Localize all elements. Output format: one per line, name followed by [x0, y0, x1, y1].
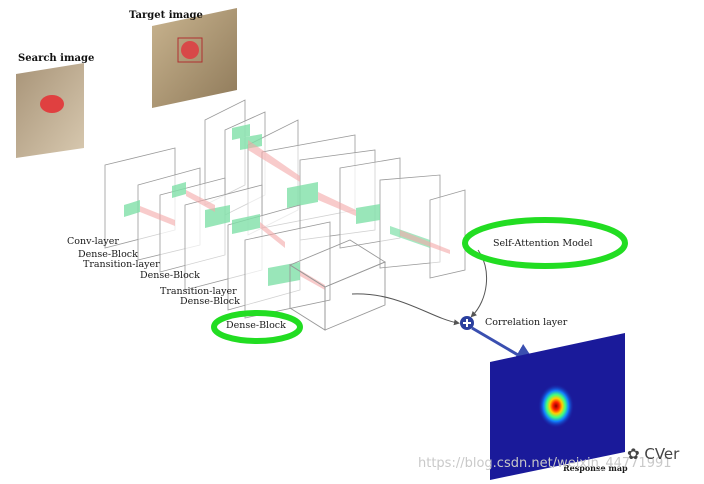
dense-block-2-label: Dense-Block	[140, 270, 200, 281]
dense-block-4-label: Dense-Block	[226, 320, 286, 331]
dense-block-3-label: Dense-Block	[180, 296, 240, 307]
correlation-layer-label: Correlation layer	[485, 317, 568, 328]
conv-layer-label: Conv-layer	[67, 236, 119, 247]
watermark-url: https://blog.csdn.net/weixin_44771991	[418, 456, 672, 471]
search-to-correlation-arrow	[351, 293, 460, 326]
transition-layer-1-label: Transition-layer	[83, 259, 160, 270]
target-branch-blocks	[232, 124, 450, 254]
self-attention-highlight	[462, 217, 628, 269]
watermark-brand: ✿ CVer	[627, 445, 680, 463]
search-output-cube	[289, 239, 386, 331]
transition-layer-2-label: Transition-layer	[160, 286, 237, 297]
self-attention-label: Self-Attention Model	[493, 238, 593, 249]
response-map-label: Response map	[563, 463, 628, 473]
search-image-title: Search image	[18, 53, 95, 64]
target-image	[152, 8, 237, 108]
dense-block-highlight	[211, 310, 303, 344]
response-map	[490, 333, 625, 480]
dense-block-1-label: Dense-Block	[78, 249, 138, 260]
correlation-node-icon	[460, 316, 474, 330]
search-branch-blocks	[124, 182, 325, 290]
search-image	[16, 63, 84, 158]
target-image-title: Target image	[129, 10, 203, 21]
wechat-icon: ✿	[627, 445, 645, 463]
